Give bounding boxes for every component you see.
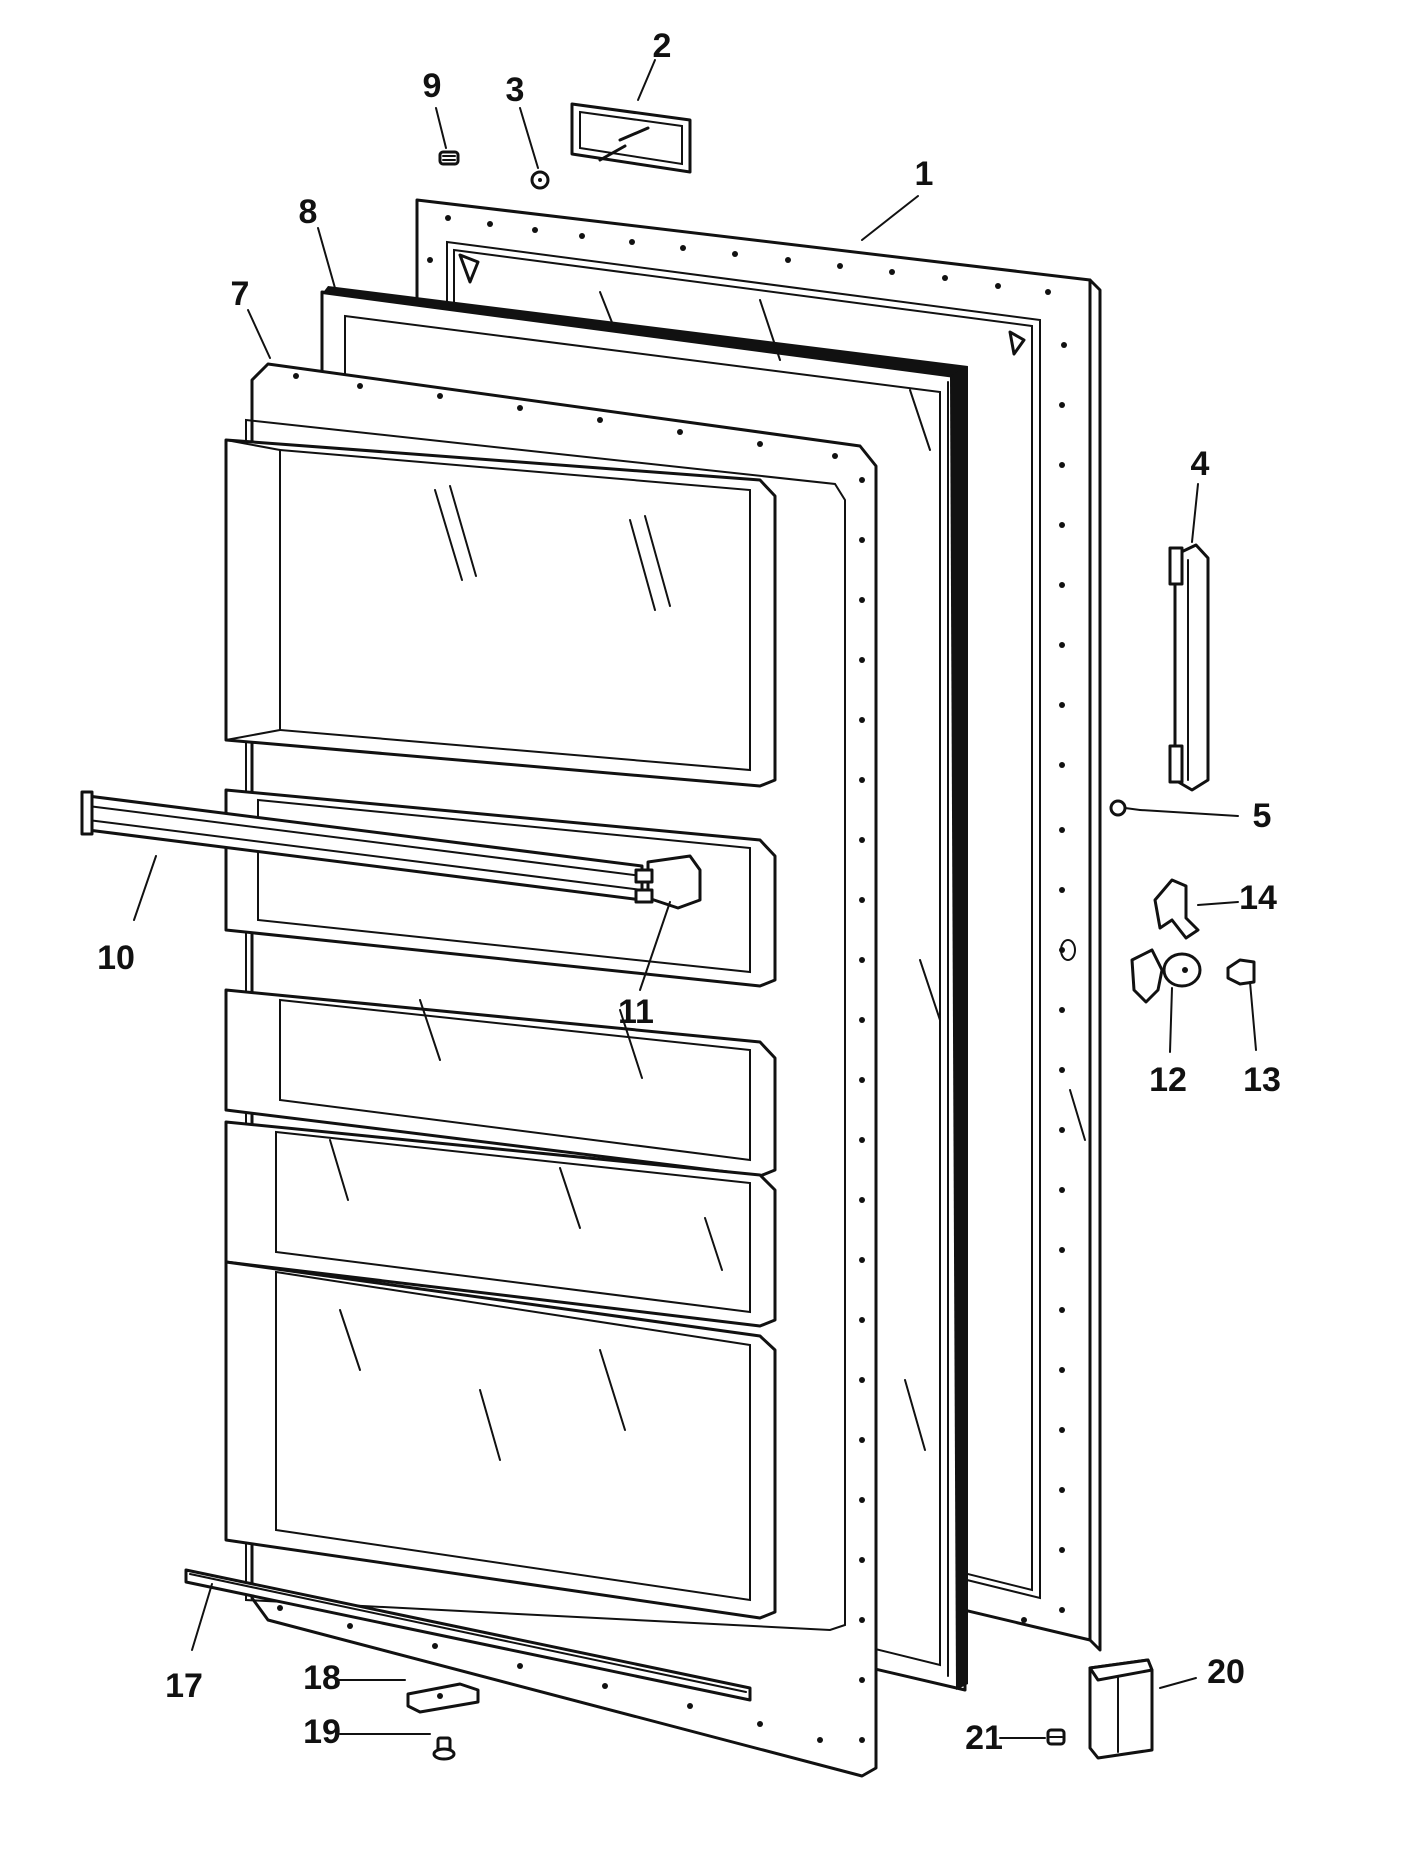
- part-labels: 2 9 3 1 8 7 4 5 14 12 13 10 11 17 18 19 …: [97, 27, 1281, 1757]
- label-part-1: 1: [915, 155, 934, 193]
- label-part-19: 19: [303, 1713, 341, 1751]
- latch-catch: [1130, 948, 1202, 1004]
- label-part-10: 10: [97, 939, 135, 977]
- end-cap: [1088, 1658, 1154, 1760]
- rail-end-cap: [634, 854, 702, 910]
- leader-lines: [133, 59, 1257, 1739]
- handle-screw: [1109, 799, 1141, 817]
- door-bin-1: [224, 438, 777, 788]
- label-part-4: 4: [1191, 445, 1210, 483]
- hinge-bracket: [406, 1682, 480, 1714]
- label-part-13: 13: [1243, 1061, 1281, 1099]
- hinge-cover-plate: [570, 102, 692, 174]
- screw-small: [530, 170, 550, 190]
- door-handle: [1168, 543, 1210, 792]
- label-part-3: 3: [506, 71, 525, 109]
- label-part-9: 9: [423, 67, 442, 105]
- label-part-7: 7: [231, 275, 250, 313]
- glass-reflection-marks: [329, 291, 1086, 1461]
- latch-pin: [1226, 958, 1256, 986]
- hinge-screw: [432, 1736, 456, 1761]
- latch-bracket: [1153, 878, 1200, 940]
- label-part-18: 18: [303, 1659, 341, 1697]
- inner-door-liner: [224, 362, 878, 1778]
- shelf-rail: [80, 790, 644, 902]
- label-part-12: 12: [1149, 1061, 1187, 1099]
- liner-screw-holes: [277, 373, 865, 1743]
- label-part-8: 8: [299, 193, 318, 231]
- label-part-21: 21: [965, 1719, 1003, 1757]
- label-part-14: 14: [1239, 879, 1277, 917]
- label-part-11: 11: [618, 993, 654, 1031]
- label-part-20: 20: [1207, 1653, 1245, 1691]
- bottom-trim-strip: [184, 1568, 752, 1702]
- plug-button: [438, 150, 460, 166]
- label-part-2: 2: [653, 27, 672, 65]
- label-part-5: 5: [1253, 797, 1272, 835]
- label-part-17: 17: [165, 1667, 203, 1705]
- door-bin-3: [224, 988, 777, 1178]
- small-plug: [1046, 1728, 1066, 1746]
- door-bin-5: [224, 1260, 777, 1620]
